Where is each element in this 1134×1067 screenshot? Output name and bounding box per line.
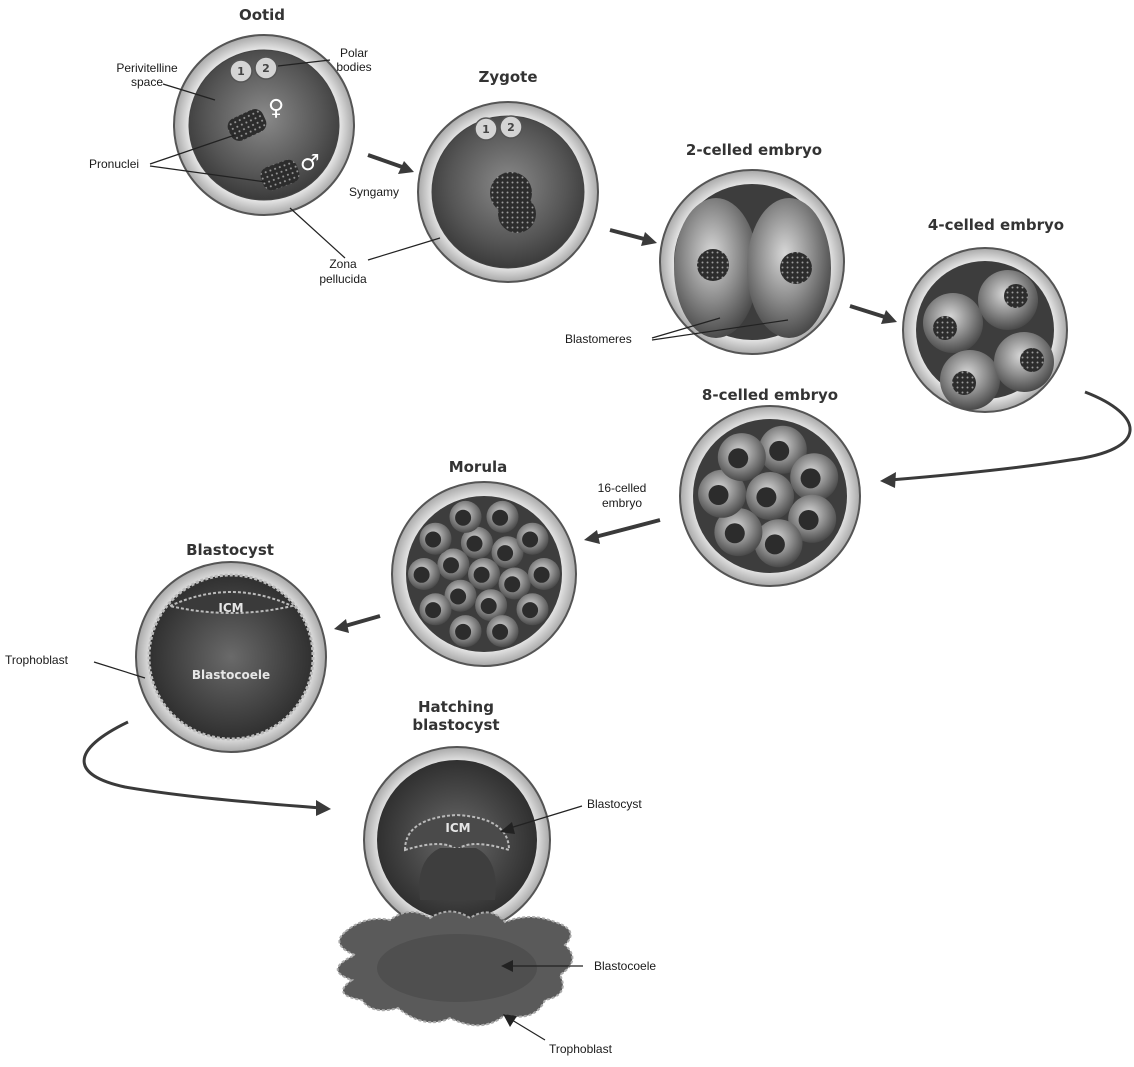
eight-nucleus-3 — [799, 510, 819, 530]
morula-nucleus-8 — [522, 602, 538, 618]
arrow-8cell-to-morula — [595, 520, 660, 537]
label-syngamy: Syngamy — [349, 185, 399, 199]
hatching-neck — [419, 848, 496, 900]
two-celled-embryo — [660, 170, 844, 354]
stage-title-hatching-1: Hatching — [418, 698, 494, 716]
four-celled-embryo — [903, 248, 1067, 412]
morula-nucleus-2 — [481, 598, 497, 614]
hatching-blastocyst: ICM — [338, 747, 573, 1025]
arrowhead-5 — [584, 530, 600, 544]
morula-nucleus-7 — [534, 567, 550, 583]
arrow-2cell-to-4cell — [850, 306, 888, 318]
female-symbol-icon: ♀ — [268, 96, 284, 121]
label-zona-2: pellucida — [319, 272, 367, 286]
ootid-polar-body-1-label: 1 — [237, 65, 245, 78]
label-zona-1: Zona — [329, 257, 357, 271]
label-polar-1: Polar — [340, 46, 368, 60]
zona-pointer-zygote — [368, 238, 440, 260]
eight-nucleus-2 — [801, 468, 821, 488]
four-cell-nucleus-4 — [1020, 348, 1044, 372]
label-pronuclei: Pronuclei — [89, 157, 139, 171]
blastomere-right-nucleus — [780, 252, 812, 284]
eight-nucleus-0 — [756, 487, 776, 507]
arrowhead-4 — [880, 472, 896, 488]
eight-nucleus-6 — [709, 485, 729, 505]
arrow-zygote-to-2cell — [610, 230, 648, 240]
morula-nucleus-11 — [425, 602, 441, 618]
morula-nucleus-4 — [443, 557, 459, 573]
stage-title-zygote: Zygote — [478, 68, 537, 86]
label-blastomeres: Blastomeres — [565, 332, 632, 346]
stage-title-hatching-2: blastocyst — [412, 716, 499, 734]
arrow-morula-to-blastocyst — [345, 616, 380, 626]
morula-nucleus-15 — [492, 510, 508, 526]
stage-title-ootid: Ootid — [239, 6, 285, 24]
zygote-polar-body-1-label: 1 — [482, 123, 490, 136]
hatching-icm-label: ICM — [445, 821, 470, 835]
morula-nucleus-12 — [414, 567, 430, 583]
blastocyst-icm-label: ICM — [218, 601, 243, 615]
blastomere-left-nucleus — [697, 249, 729, 281]
label-hatch-blastocyst: Blastocyst — [587, 797, 642, 811]
morula-nucleus-1 — [504, 576, 520, 592]
stage-title-two-celled: 2-celled embryo — [686, 141, 822, 159]
stage-title-morula: Morula — [449, 458, 508, 476]
arrowhead-6 — [334, 619, 349, 633]
hatch-trophoblast-pointer-head — [503, 1014, 517, 1027]
morula-nucleus-3 — [450, 589, 466, 605]
label-hatch-blastocoele: Blastocoele — [594, 959, 656, 973]
ootid-polar-body-2-label: 2 — [262, 62, 270, 75]
stage-title-eight-celled: 8-celled embryo — [702, 386, 838, 404]
eight-nucleus-5 — [725, 523, 745, 543]
male-symbol-icon: ♂ — [300, 151, 320, 176]
zygote: 1 2 — [418, 102, 598, 282]
zygote-polar-body-2-label: 2 — [507, 121, 515, 134]
label-hatch-trophoblast: Trophoblast — [549, 1042, 613, 1056]
label-polar-2: bodies — [336, 60, 371, 74]
stage-title-four-celled: 4-celled embryo — [928, 216, 1064, 234]
morula-nucleus-16 — [522, 532, 538, 548]
arrow-ootid-to-zygote — [368, 155, 405, 168]
ootid: ♀ ♂ 1 2 — [174, 35, 354, 215]
zona-pointer-ootid — [290, 208, 345, 258]
eight-nucleus-7 — [728, 448, 748, 468]
arrowhead-7 — [316, 800, 331, 816]
hatch-trophoblast-pointer — [512, 1020, 545, 1040]
four-cell-nucleus-1 — [933, 316, 957, 340]
morula-nucleus-13 — [425, 532, 441, 548]
four-cell-nucleus-2 — [1004, 284, 1028, 308]
blastocyst: ICM Blastocoele — [136, 562, 326, 752]
arrowhead-2 — [641, 232, 657, 246]
blastocyst-blastocoele-label: Blastocoele — [192, 668, 270, 682]
eight-nucleus-4 — [765, 534, 785, 554]
label-trophoblast: Trophoblast — [5, 653, 69, 667]
morula-nucleus-6 — [497, 545, 513, 561]
morula-nucleus-9 — [492, 624, 508, 640]
morula-nucleus-0 — [474, 567, 490, 583]
morula-nucleus-10 — [455, 624, 471, 640]
four-cell-nucleus-3 — [952, 371, 976, 395]
label-sixteen-2: embryo — [602, 496, 642, 510]
morula-nucleus-5 — [467, 536, 483, 552]
label-perivitelline-1: Perivitelline — [116, 61, 178, 75]
morula-nucleus-14 — [455, 510, 471, 526]
eight-nucleus-1 — [769, 441, 789, 461]
zygote-nucleus-lower — [498, 195, 536, 233]
stage-title-blastocyst: Blastocyst — [186, 541, 274, 559]
label-sixteen-1: 16-celled — [598, 481, 647, 495]
label-perivitelline-2: space — [131, 75, 163, 89]
